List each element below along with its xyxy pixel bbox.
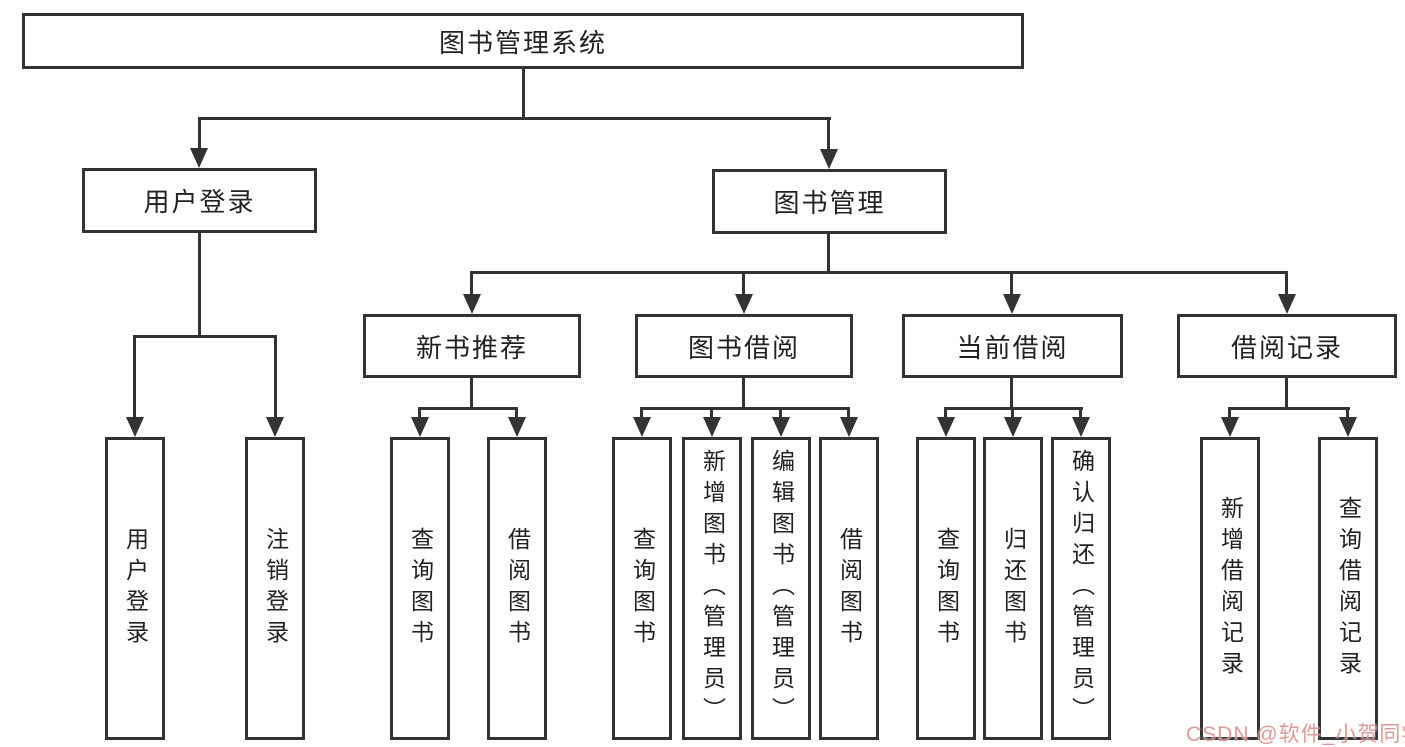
connector-user-login-stem [198, 233, 201, 336]
connector-drop-leaf [1011, 407, 1014, 417]
connector-user-login-split [133, 335, 277, 338]
connector-drop-leaf [847, 407, 850, 417]
arrow-down-icon [840, 417, 858, 437]
connector-drop-leaf [515, 407, 518, 417]
arrow-down-icon [703, 417, 721, 437]
leaf-user-login: 用户登录 [105, 437, 165, 740]
connector-book-borrow-stem [742, 378, 745, 409]
arrow-down-icon [1003, 294, 1021, 314]
connector-drop-leaf [640, 407, 643, 417]
arrow-down-icon [508, 417, 526, 437]
leaf-borrow-book-1: 借阅图书 [487, 437, 547, 740]
connector-book-mgmt-split [470, 271, 1288, 274]
connector-drop-leaf [1079, 407, 1082, 417]
node-new-book-label: 新书推荐 [415, 332, 528, 363]
connector-drop-current-borrow [1010, 271, 1013, 294]
connector-drop-borrow-record [1285, 271, 1288, 294]
leaf-confirm-return-admin: 确认归还（管理员） [1051, 437, 1111, 740]
arrow-down-icon [1221, 417, 1239, 437]
connector-book-borrow-split [640, 407, 850, 410]
connector-drop-leaf [418, 407, 421, 417]
connector-drop-leaf [779, 407, 782, 417]
node-book-borrow: 图书借阅 [635, 314, 853, 378]
connector-drop-leaf [710, 407, 713, 417]
arrow-down-icon [735, 294, 753, 314]
connector-drop-user-login [198, 117, 201, 148]
connector-drop-leaf [274, 335, 277, 417]
connector-root-stem [522, 68, 525, 118]
node-borrow-record: 借阅记录 [1177, 314, 1397, 378]
node-root-label: 图书管理系统 [438, 27, 607, 58]
arrow-down-icon [820, 149, 838, 169]
node-new-book: 新书推荐 [363, 314, 581, 378]
arrow-down-icon [463, 294, 481, 314]
node-current-borrow: 当前借阅 [902, 314, 1123, 378]
leaf-query-book-3: 查询图书 [916, 437, 976, 740]
connector-new-book-stem [470, 378, 473, 409]
arrow-down-icon [190, 148, 208, 168]
connector-root-split [198, 117, 831, 120]
leaf-edit-book-admin: 编辑图书（管理员） [751, 437, 811, 740]
leaf-query-book-2: 查询图书 [612, 437, 672, 740]
connector-drop-leaf [944, 407, 947, 417]
leaf-logout: 注销登录 [245, 437, 305, 740]
arrow-down-icon [266, 417, 284, 437]
connector-drop-leaf [1346, 407, 1349, 417]
arrow-down-icon [1278, 294, 1296, 314]
leaf-add-borrow-record: 新增借阅记录 [1200, 437, 1260, 740]
node-book-borrow-label: 图书借阅 [687, 332, 800, 363]
node-book-mgmt: 图书管理 [712, 169, 947, 234]
arrow-down-icon [411, 417, 429, 437]
leaf-query-book-1: 查询图书 [390, 437, 450, 740]
node-borrow-record-label: 借阅记录 [1230, 332, 1343, 363]
node-current-borrow-label: 当前借阅 [956, 332, 1069, 363]
arrow-down-icon [1004, 417, 1022, 437]
leaf-return-book: 归还图书 [983, 437, 1043, 740]
connector-drop-book-borrow [742, 271, 745, 294]
connector-drop-new-book [470, 271, 473, 294]
leaf-borrow-book-2: 借阅图书 [819, 437, 879, 740]
arrow-down-icon [126, 417, 144, 437]
node-user-login-label: 用户登录 [143, 187, 256, 217]
connector-drop-leaf [133, 335, 136, 417]
node-book-mgmt-label: 图书管理 [773, 188, 886, 218]
arrow-down-icon [937, 417, 955, 437]
leaf-query-borrow-record: 查询借阅记录 [1318, 437, 1378, 740]
arrow-down-icon [1339, 417, 1357, 437]
node-root: 图书管理系统 [22, 13, 1024, 69]
csdn-watermark: CSDN @软件_小贺同学 [1186, 723, 1405, 746]
connector-borrow-record-split [1228, 407, 1350, 410]
connector-borrow-record-stem [1285, 378, 1288, 409]
node-user-login: 用户登录 [82, 168, 317, 233]
arrow-down-icon [633, 417, 651, 437]
connector-drop-leaf [1228, 407, 1231, 417]
arrow-down-icon [1072, 417, 1090, 437]
connector-current-borrow-stem [1010, 378, 1013, 409]
connector-new-book-split [418, 407, 518, 410]
leaf-add-book-admin: 新增图书（管理员） [682, 437, 742, 740]
arrow-down-icon [772, 417, 790, 437]
connector-book-mgmt-stem [827, 234, 830, 272]
connector-drop-book-mgmt [827, 117, 830, 149]
